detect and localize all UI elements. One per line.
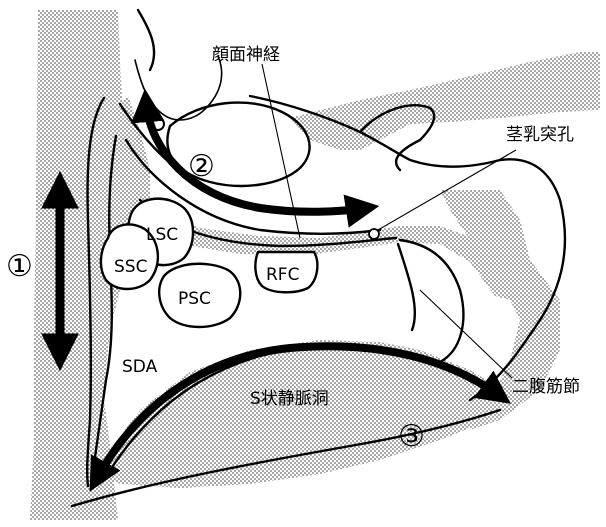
stylomastoid-foramen-marker [369,229,379,239]
label-sigmoid-sinus: S状静脈洞 [250,389,329,409]
label-psc: PSC [178,289,211,309]
marker-1: ① [6,249,33,284]
upper-curve [138,10,154,70]
marker-3: ③ [398,419,425,454]
label-ssc: SSC [114,257,147,277]
label-rfc: RFC [266,265,299,285]
label-digastric-ridge: 二腹筋節 [512,377,580,397]
tip-outline [398,244,415,330]
marker-2: ② [188,149,215,184]
label-facial-nerve: 顔面神経 [212,45,280,65]
label-lsc: LSC [146,225,178,245]
label-sda: SDA [122,357,158,377]
label-stylomastoid-foramen: 茎乳突孔 [506,125,574,145]
